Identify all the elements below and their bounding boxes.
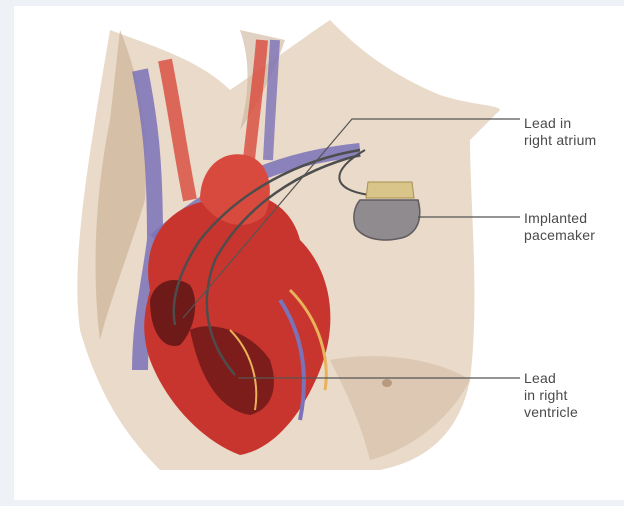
pacemaker-device (354, 200, 420, 240)
label-implanted-pacemaker: Implanted pacemaker (524, 210, 595, 244)
nipple (382, 379, 392, 387)
label-lead-right-ventricle: Lead in right ventricle (524, 370, 578, 421)
label-lead-right-atrium: Lead in right atrium (524, 115, 596, 149)
vessel-vein-right (268, 40, 275, 160)
pacemaker-connector (366, 182, 414, 198)
